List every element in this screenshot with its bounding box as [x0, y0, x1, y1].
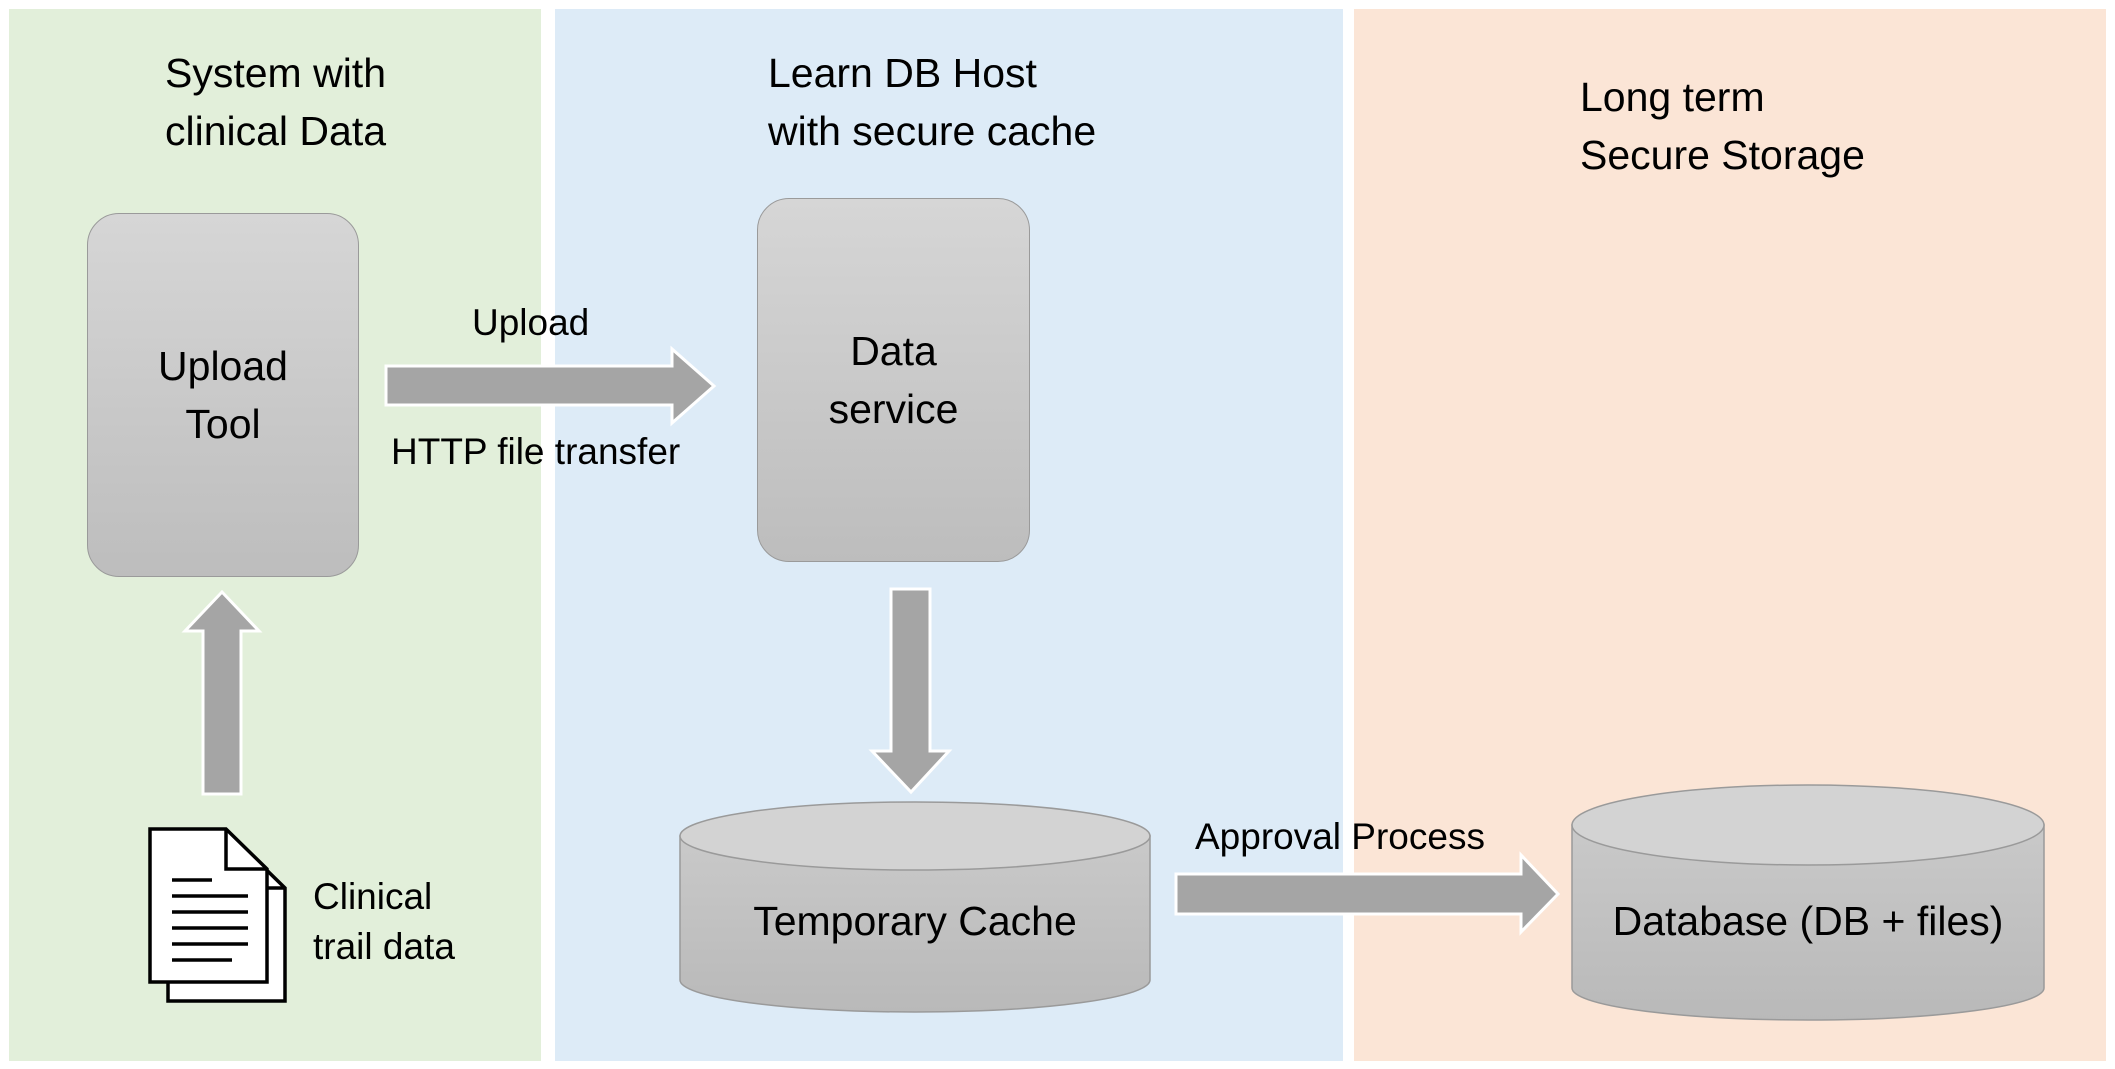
cache-arrow [868, 587, 953, 795]
node-label-line: Upload [158, 343, 288, 389]
node-label-line: Data [850, 328, 937, 374]
temporary-cache-cylinder [679, 801, 1151, 1013]
node-label-line: Tool [185, 401, 261, 447]
ingest-arrow [181, 589, 263, 796]
upload-edge-label: Upload [472, 302, 590, 343]
panel-title-learn-db-host: Learn DB Host with secure cache [768, 44, 1096, 160]
node-label-line: service [828, 386, 959, 432]
clinical-data-label-line: trail data [313, 926, 455, 967]
panel-title-line: with secure cache [768, 108, 1097, 154]
approval-edge-label: Approval Process [1195, 816, 1485, 857]
temporary-cache-label: Temporary Cache [753, 898, 1077, 944]
clinical-data-label: Clinical trail data [313, 872, 455, 972]
panel-title-line: Learn DB Host [768, 50, 1037, 96]
panel-title-line: Secure Storage [1580, 132, 1865, 178]
approval-arrow [1174, 851, 1561, 936]
panel-title-long-term-storage: Long term Secure Storage [1580, 68, 1865, 184]
documents-icon [148, 827, 287, 1003]
panel-title-line: System with [165, 50, 386, 96]
panel-title-line: clinical Data [165, 108, 387, 154]
http-transfer-edge-label: HTTP file transfer [391, 431, 681, 472]
panel-title-line: Long term [1580, 74, 1765, 120]
upload-tool-node: Upload Tool [87, 213, 359, 577]
panel-title-clinical-system: System with clinical Data [165, 44, 386, 160]
database-cylinder [1571, 784, 2045, 1021]
data-service-node: Data service [757, 198, 1030, 562]
database-label: Database (DB + files) [1612, 898, 2004, 944]
clinical-data-label-line: Clinical [313, 876, 433, 917]
upload-arrow [384, 345, 717, 427]
